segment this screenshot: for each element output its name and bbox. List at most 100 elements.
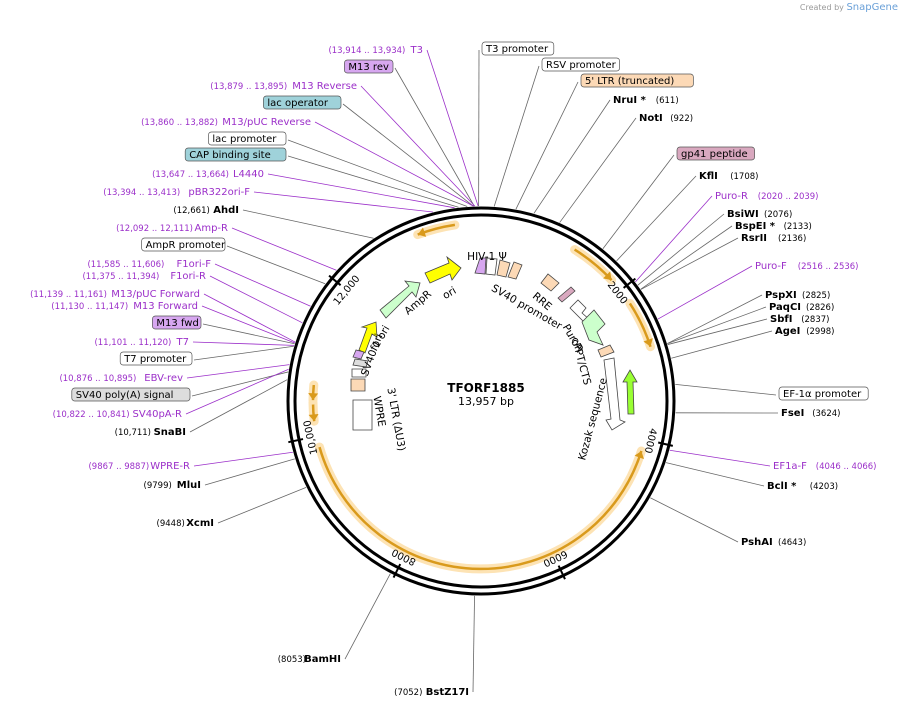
scale-tick-label: 10,000 xyxy=(302,419,320,456)
label-coordinate: (13,394 .. 13,413) xyxy=(103,188,180,198)
label-bstz17i: BstZ17I(7052) xyxy=(394,687,469,698)
label-t3-promoter: T3 promoter xyxy=(481,41,555,56)
feature-arc xyxy=(311,384,316,401)
label-sv40-poly-a-signal: SV40 poly(A) signal xyxy=(71,387,191,402)
label-name: SV40 poly(A) signal xyxy=(76,390,174,401)
sv40-polya-outline xyxy=(351,368,367,378)
label-box xyxy=(344,59,394,74)
scale-tick-label: 12,000 xyxy=(332,274,363,308)
label-noti: NotI(922) xyxy=(639,113,693,124)
label-coordinate: (11,101 .. 11,120) xyxy=(94,338,171,348)
outer-feature-arcs xyxy=(308,220,655,574)
leader-line xyxy=(186,364,290,379)
leader-line xyxy=(559,117,637,223)
label-coordinate: (10,711) xyxy=(115,428,151,438)
leader-line xyxy=(191,371,289,397)
leader-line xyxy=(189,379,288,433)
feature-arc-arrowhead xyxy=(308,414,319,422)
label-coordinate: (1708) xyxy=(730,172,758,182)
leader-line xyxy=(667,318,768,345)
label-name: gp41 peptide xyxy=(681,149,748,160)
cppt-cts-box xyxy=(597,344,615,358)
leader-line xyxy=(515,81,579,210)
label-box xyxy=(71,387,191,402)
backbone-inner-strand xyxy=(293,213,669,589)
label-name: BclI * xyxy=(767,481,797,492)
leader-line xyxy=(314,121,474,207)
label-m13-rev: M13 rev xyxy=(344,59,394,74)
ltr-3-box xyxy=(350,378,366,392)
label-t3: T3(13,914 .. 13,934) xyxy=(328,45,423,56)
label-ebv-rev: EBV-rev(10,876 .. 10,895) xyxy=(59,373,183,384)
leader-line xyxy=(360,85,476,207)
puror-feature-arrow xyxy=(581,309,606,346)
label-pbr322ori-f: pBR322ori-F(13,394 .. 13,413) xyxy=(103,187,250,198)
leader-line xyxy=(671,330,773,359)
rre-feature-box xyxy=(540,273,560,292)
label-kfli: KflI (1708) xyxy=(699,171,758,182)
label-coordinate: (2136) xyxy=(778,234,806,244)
label-amp-r: Amp-R(12,092 .. 12,111) xyxy=(116,223,228,234)
label-name: PaqCI xyxy=(769,302,801,313)
rre-box-1 xyxy=(496,259,511,278)
label-box xyxy=(119,351,193,366)
wpre-box xyxy=(352,399,373,431)
label-puro-r: Puro-R(2020 .. 2039) xyxy=(715,191,819,202)
label-puro-f: Puro-F(2516 .. 2536) xyxy=(755,261,859,272)
leader-line xyxy=(287,139,468,207)
leader-line xyxy=(635,195,713,283)
label-mlui: MluI(9799) xyxy=(144,480,201,491)
label-name: SV40pA-R xyxy=(133,409,182,420)
label-box xyxy=(263,95,342,110)
label-name: SnaBI xyxy=(154,427,186,438)
leader-line xyxy=(657,265,753,320)
label-name: lac operator xyxy=(267,98,328,109)
label-name: Puro-R xyxy=(715,191,748,202)
label-coordinate: (12,661) xyxy=(173,206,209,216)
leader-line xyxy=(665,462,765,487)
ef1a-promoter-arrow xyxy=(603,357,626,431)
label-agei: AgeI(2998) xyxy=(775,326,834,337)
label-name: BstZ17I xyxy=(426,687,469,698)
label-leader-lines xyxy=(185,49,779,693)
label-box xyxy=(541,57,620,72)
ampr-feature-arrow xyxy=(379,280,421,319)
label-coordinate: (13,647 .. 13,664) xyxy=(152,170,229,180)
feature-arc-arrowhead xyxy=(308,393,319,401)
leader-line xyxy=(202,323,295,345)
label-5-ltr-truncated: 5' LTR (truncated) xyxy=(580,73,694,88)
label-name: SbfI xyxy=(770,314,792,325)
hiv-psi-outline xyxy=(485,257,498,276)
label-lac-operator: lac operator xyxy=(263,95,342,110)
label-name: EF-1α promoter xyxy=(783,389,862,400)
label-bsiwi: BsiWI(2076) xyxy=(727,209,792,220)
label-m13-reverse: M13 Reverse(13,879 .. 13,895) xyxy=(210,81,357,92)
label-ef-1-promoter: EF-1α promoter xyxy=(778,386,869,401)
plasmid-center-label: TFORF1885 13,957 bp xyxy=(447,381,524,408)
leader-line xyxy=(201,305,295,344)
label-coordinate: (10,822 .. 10,841) xyxy=(53,410,130,420)
feature-arc-arrowhead xyxy=(643,338,653,347)
label-coordinate: (3624) xyxy=(812,409,840,419)
label-name: Amp-R xyxy=(195,223,229,234)
leader-line xyxy=(185,368,289,415)
label-snabi: SnaBI(10,711) xyxy=(115,427,186,438)
leader-line xyxy=(342,103,474,207)
label-box xyxy=(208,131,287,146)
label-rsv-promoter: RSV promoter xyxy=(541,57,620,72)
label-name: KflI xyxy=(699,171,718,182)
leader-line xyxy=(231,227,337,271)
inner-label-hiv-1: HIV-1 Ψ xyxy=(467,251,507,263)
gp41-peptide-box xyxy=(557,286,576,303)
label-coordinate: (4203) xyxy=(810,482,838,492)
label-name: EBV-rev xyxy=(144,373,183,384)
label-name: M13 Forward xyxy=(133,301,198,312)
inner-label-kozak-sequence: Kozak sequence xyxy=(576,377,610,462)
label-name: 5' LTR (truncated) xyxy=(585,76,674,87)
leader-line xyxy=(675,384,777,396)
label-m13-puc-reverse: M13/pUC Reverse(13,860 .. 13,882) xyxy=(141,117,311,128)
inner-label-cppt-cts: cPPT/CTS xyxy=(569,336,593,387)
leader-line xyxy=(472,595,475,693)
